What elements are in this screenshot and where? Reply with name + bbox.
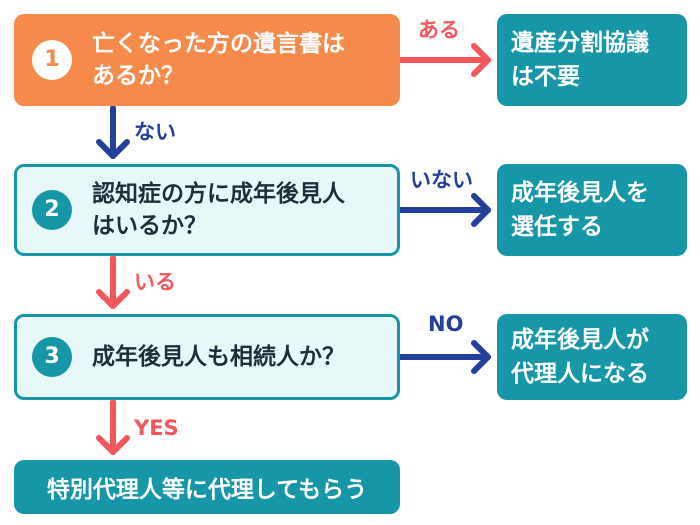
question-2-box: 2 認知症の方に成年後見人 はいるか？ [14, 164, 400, 256]
question-1-box: 1 亡くなった方の遺言書は あるか？ [14, 14, 400, 106]
step-number-2: 2 [32, 190, 72, 230]
arrow-q1-aru [397, 43, 491, 77]
arrow-q3-yes [96, 399, 130, 455]
step-number-3: 3 [32, 337, 72, 377]
branch-label-iru: いる [134, 270, 176, 294]
branch-label-no: NO [428, 312, 464, 336]
result-3-box: 成年後見人が 代理人になる [497, 314, 687, 400]
result-2-box: 成年後見人を 選任する [497, 164, 687, 256]
arrow-q2-inai [397, 193, 491, 227]
branch-label-nai: ない [134, 120, 176, 144]
question-3-text: 成年後見人も相続人か？ [92, 344, 345, 370]
step-number-1: 1 [32, 40, 72, 80]
final-box: 特別代理人等に代理してもらう [14, 460, 400, 514]
result-1-box: 遺産分割協議 は不要 [497, 14, 687, 106]
question-3-box: 3 成年後見人も相続人か？ [14, 314, 400, 400]
arrow-q2-iru [96, 255, 130, 309]
arrow-q1-nai [96, 105, 130, 159]
question-2-text: 認知症の方に成年後見人 はいるか？ [92, 181, 345, 239]
branch-label-aru: ある [418, 18, 460, 42]
branch-label-yes: YES [134, 416, 179, 440]
arrow-q3-no [397, 340, 491, 374]
branch-label-inai: いない [410, 168, 473, 192]
question-1-text: 亡くなった方の遺言書は あるか？ [92, 31, 345, 89]
